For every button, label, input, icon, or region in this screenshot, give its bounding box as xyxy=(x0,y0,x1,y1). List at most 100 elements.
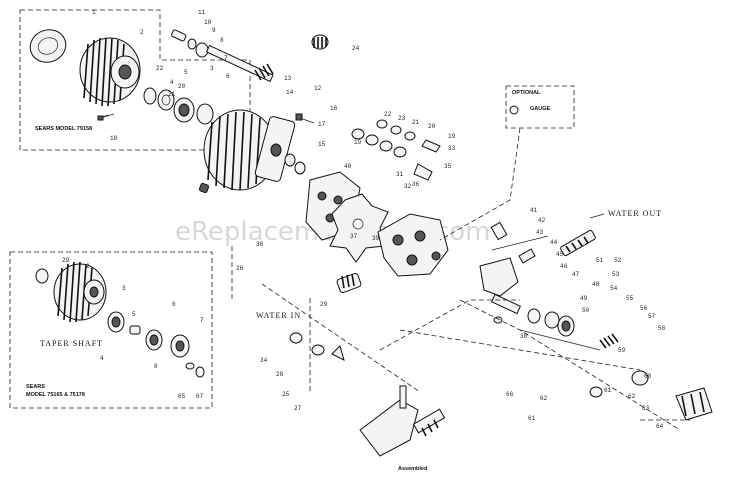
part-number-label: 30 xyxy=(256,241,264,248)
part-number-label: 7 xyxy=(200,317,204,324)
spring xyxy=(254,63,274,81)
part-number-label: 61 xyxy=(604,387,612,394)
crankcase-housing-main xyxy=(203,109,296,191)
part-number-label: 58 xyxy=(658,325,666,332)
part-number-label: 25 xyxy=(282,391,290,398)
part-number-label: 12 xyxy=(314,85,322,92)
part-number-label: 46 xyxy=(560,263,568,270)
part-number-label: 22 xyxy=(156,65,164,72)
part-number-label: 2 xyxy=(86,263,90,270)
part-number-label: 2 xyxy=(140,29,144,36)
optional-caption: OPTIONAL xyxy=(512,90,541,96)
sears-model-bottom-line1: SEARS xyxy=(26,384,45,390)
optional-gauge-box: OPTIONAL GAUGE xyxy=(505,85,575,129)
part-number-label: 31 xyxy=(396,171,404,178)
oil-seal xyxy=(143,87,157,105)
manifold-gasket xyxy=(329,193,389,263)
part-number-label: 52 xyxy=(614,257,622,264)
part-number-label: 44 xyxy=(550,239,558,246)
part-number-label: 65 xyxy=(178,393,186,400)
water-out-caption: WATER OUT xyxy=(608,209,662,218)
check-valve xyxy=(413,163,433,181)
plungers xyxy=(198,113,315,194)
part-number-label: 53 xyxy=(612,271,620,278)
valve-stack-upper xyxy=(351,119,441,181)
part-number-label: 38 xyxy=(520,333,528,340)
part-number-label: 18 xyxy=(110,135,118,142)
part-number-label: 11 xyxy=(198,9,206,16)
plug xyxy=(171,29,187,42)
part-number-label: 6 xyxy=(226,73,230,80)
part-number-label: 34 xyxy=(260,357,268,364)
part-number-label: 5 xyxy=(184,69,188,76)
part-number-label: 37 xyxy=(350,233,358,240)
part-number-label: 56 xyxy=(640,305,648,312)
part-number-label: 43 xyxy=(536,229,544,236)
spacer xyxy=(129,325,141,335)
part-number-label: 47 xyxy=(572,271,580,278)
part-number-label: 22 xyxy=(384,111,392,118)
part-number-label: 10 xyxy=(204,19,212,26)
part-number-label: 5 xyxy=(132,311,136,318)
part-number-label: 24 xyxy=(352,45,360,52)
part-number-label: 21 xyxy=(168,91,176,98)
part-number-label: 49 xyxy=(580,295,588,302)
part-number-label: 4 xyxy=(100,355,104,362)
part-number-label: 64 xyxy=(656,423,664,430)
unloader-spring xyxy=(599,333,619,349)
part-number-label: 54 xyxy=(610,285,618,292)
part-number-label: 51 xyxy=(596,257,604,264)
part-number-label: 16 xyxy=(330,105,338,112)
part-number-label: 6 xyxy=(172,301,176,308)
adjustment-knob xyxy=(675,387,713,421)
part-number-label: 23 xyxy=(398,115,406,122)
part-number-label: 59 xyxy=(618,347,626,354)
part-number-label: 17 xyxy=(318,121,326,128)
seal-small xyxy=(35,268,49,284)
part-number-label: 3 xyxy=(122,285,126,292)
part-number-label: 35 xyxy=(444,163,452,170)
crankcase-housing-taper xyxy=(53,261,107,323)
part-number-label: 55 xyxy=(626,295,634,302)
part-number-label: 3 xyxy=(210,65,214,72)
part-number-label: 28 xyxy=(276,371,284,378)
discharge-manifold xyxy=(377,213,449,277)
part-number-label: 8 xyxy=(220,37,224,44)
water-out-arrow xyxy=(589,213,605,219)
inlet-small-parts xyxy=(289,316,503,361)
gauge-icon xyxy=(509,105,519,115)
gauge-caption: GAUGE xyxy=(530,106,551,112)
part-number-label: 45 xyxy=(556,251,564,258)
part-number-label: 29 xyxy=(62,257,70,264)
water-in-caption: WATER IN xyxy=(256,311,301,320)
part-number-label: 26 xyxy=(236,265,244,272)
part-number-label: 60 xyxy=(644,373,652,380)
bearing xyxy=(157,89,175,111)
part-number-label: 13 xyxy=(284,75,292,82)
crankcase-housing-top xyxy=(79,37,141,107)
part-number-label: 57 xyxy=(648,313,656,320)
part-number-label: 20 xyxy=(178,83,186,90)
sears-model-top-caption: SEARS MODEL 79158 xyxy=(35,126,92,132)
bearing-small xyxy=(195,42,209,58)
gasket-plate xyxy=(29,29,67,63)
part-number-label: 41 xyxy=(530,207,538,214)
assembled-unloader xyxy=(359,385,446,457)
part-number-label: 32 xyxy=(404,183,412,190)
taper-shaft-caption: TAPER SHAFT xyxy=(40,339,103,348)
part-number-label: 19 xyxy=(448,133,456,140)
part-number-label: 67 xyxy=(196,393,204,400)
part-number-label: 15 xyxy=(318,141,326,148)
relief-valve xyxy=(490,221,508,241)
part-number-label: 19 xyxy=(354,139,362,146)
part-number-label: 9 xyxy=(212,27,216,34)
part-number-label: 21 xyxy=(412,119,420,126)
part-number-label: 62 xyxy=(540,395,548,402)
unloader-stack xyxy=(527,308,713,421)
part-number-label: 36 xyxy=(412,181,420,188)
part-number-label: 62 xyxy=(628,393,636,400)
taper-shaft-box: TAPER SHAFT SEARS MODEL 75165 & 75178 xyxy=(9,251,213,409)
part-number-label: 14 xyxy=(286,89,294,96)
